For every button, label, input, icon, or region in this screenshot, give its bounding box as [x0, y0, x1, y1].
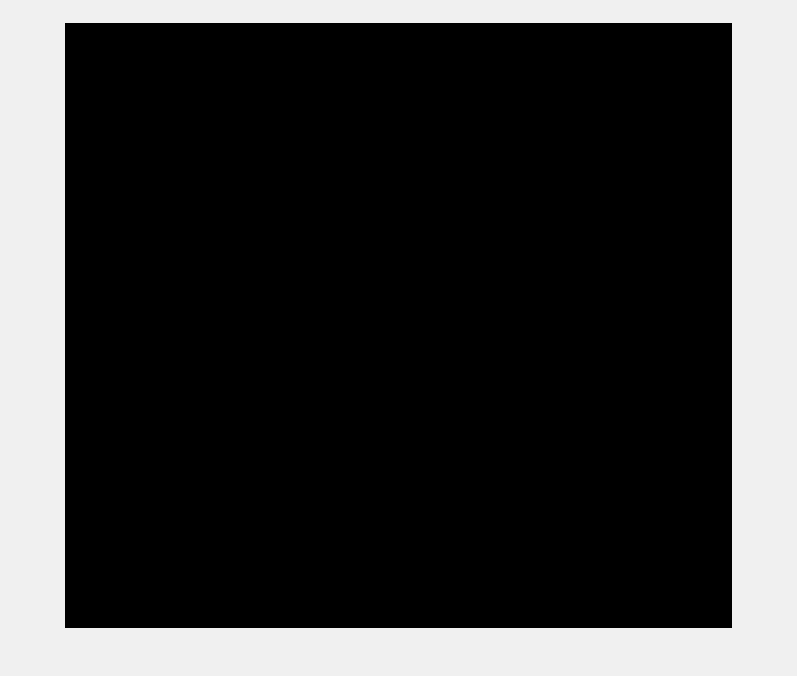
terminal-window[interactable]: [65, 23, 732, 628]
terminal-output: [65, 23, 732, 628]
